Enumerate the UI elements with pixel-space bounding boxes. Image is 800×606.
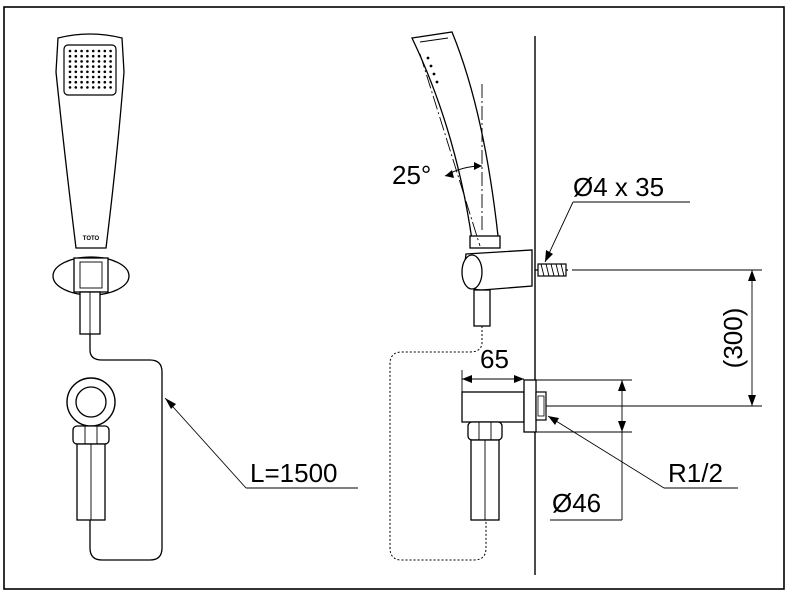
nozzle-dot (74, 49, 78, 53)
nozzle-dot (74, 60, 78, 63)
spray-nozzles (68, 49, 112, 89)
nozzle-dot (109, 60, 112, 63)
nozzle-dot (103, 86, 107, 89)
nozzle-dot (68, 65, 72, 68)
hose-loop-side (389, 326, 487, 561)
nozzle-dot (74, 65, 78, 68)
nozzle-dot (109, 75, 112, 79)
nozzle-dot (80, 75, 83, 79)
nozzle-dot (74, 86, 78, 89)
nozzle-dot (109, 86, 112, 89)
nozzle-dot (80, 80, 83, 84)
nozzle-dot (97, 86, 101, 89)
shower-collar (469, 235, 501, 249)
nozzle-dot (68, 49, 72, 53)
nozzle-dot (109, 80, 112, 84)
nozzle-dot (91, 65, 95, 68)
spray-holes-side (426, 56, 439, 84)
nozzle-dot (91, 54, 95, 58)
hose-nut-side (467, 421, 503, 441)
nozzle-dot (68, 75, 72, 79)
depth-label: 65 (480, 344, 509, 374)
nozzle-dot (97, 60, 101, 63)
screw-label: Ø4 x 35 (573, 172, 664, 202)
nozzle-dot (80, 49, 83, 53)
drawing-frame (3, 6, 785, 590)
side-view: 25° Ø4 x 35 65 (300) (389, 31, 762, 575)
front-view: TOTO L=1500 (52, 33, 358, 561)
nozzle-dot (103, 70, 107, 74)
nozzle-dot (91, 80, 95, 84)
nozzle-dot (80, 60, 83, 63)
nozzle-dot (86, 86, 89, 89)
hose-loop-front (89, 334, 163, 561)
nozzle-dot (74, 54, 78, 58)
nozzle-dot (97, 54, 101, 58)
nozzle-dot (68, 70, 72, 74)
angle-label: 25° (392, 160, 431, 190)
bracket-holder (73, 257, 109, 293)
hand-shower-side (411, 31, 499, 241)
nozzle-dot (91, 60, 95, 63)
hose-tail-side (473, 289, 491, 327)
nozzle-dot (80, 86, 83, 89)
nozzle-dot (86, 80, 89, 84)
nozzle-dot (80, 54, 83, 58)
wall-outlet-ring (66, 377, 116, 427)
tilt-centerline (419, 53, 481, 247)
nozzle-dot (68, 86, 72, 89)
thread-label: R1/2 (668, 458, 723, 488)
nozzle-dot (91, 70, 95, 74)
height-label: (300) (718, 308, 748, 369)
brand-mark: TOTO (83, 236, 100, 242)
nozzle-dot (68, 80, 72, 84)
nozzle-dot (74, 80, 78, 84)
nozzle-dot (91, 49, 95, 53)
wall-screw (535, 263, 568, 277)
nozzle-dot (97, 70, 101, 74)
nozzle-dot (109, 70, 112, 74)
nozzle-dot (86, 60, 89, 63)
nozzle-dot (109, 54, 112, 58)
nozzle-dot (74, 70, 78, 74)
nozzle-dot (109, 65, 112, 68)
nozzle-dot (86, 70, 89, 74)
nozzle-dot (80, 65, 83, 68)
nozzle-dot (97, 75, 101, 79)
nozzle-dot (68, 60, 72, 63)
nozzle-dot (80, 70, 83, 74)
nozzle-dot (97, 65, 101, 68)
nozzle-dot (86, 54, 89, 58)
nozzle-dot (74, 75, 78, 79)
nozzle-dot (68, 54, 72, 58)
nozzle-dot (103, 49, 107, 53)
nozzle-dot (86, 75, 89, 79)
nozzle-dot (109, 49, 112, 53)
nozzle-dot (86, 49, 89, 53)
diameter-label: Ø46 (552, 488, 601, 518)
nozzle-dot (103, 75, 107, 79)
spray-face (63, 44, 117, 96)
nozzle-dot (91, 75, 95, 79)
nozzle-dot (103, 54, 107, 58)
nozzle-dot (103, 65, 107, 68)
hose-length-label: L=1500 (250, 458, 337, 488)
nozzle-dot (97, 49, 101, 53)
nozzle-dot (97, 80, 101, 84)
nozzle-dot (86, 65, 89, 68)
nozzle-dot (91, 86, 95, 89)
hose-nut-front (72, 425, 110, 445)
nozzle-dot (103, 80, 107, 84)
nozzle-dot (103, 60, 107, 63)
